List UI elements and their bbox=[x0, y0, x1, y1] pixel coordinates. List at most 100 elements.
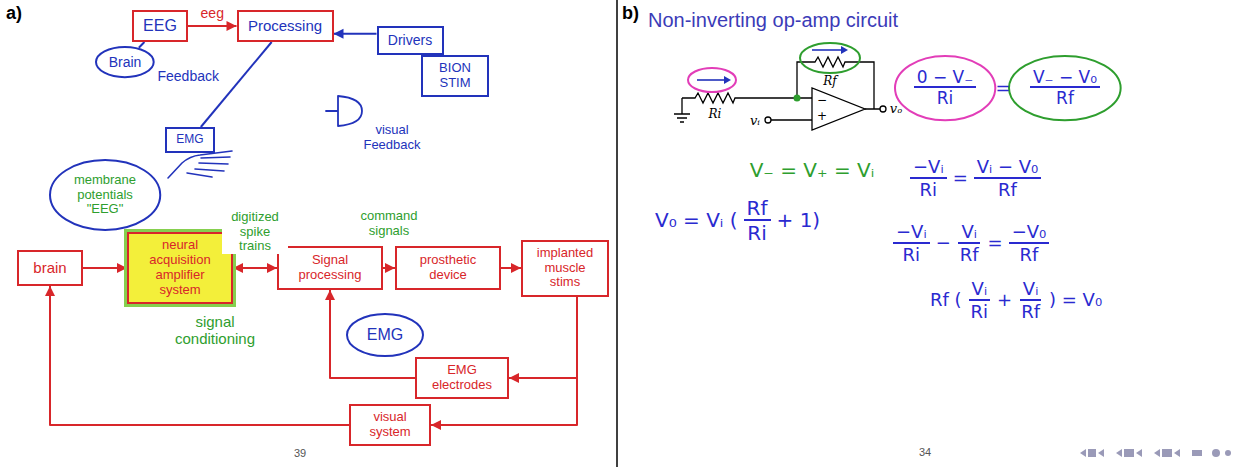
terminal bbox=[880, 106, 886, 112]
process-box: prosthetic device bbox=[395, 246, 501, 290]
current-arrow bbox=[697, 79, 724, 81]
process-box: visual system bbox=[349, 404, 431, 446]
numerator: Vᵢ bbox=[958, 222, 980, 244]
denominator: Rf bbox=[1018, 301, 1043, 322]
nav-icon bbox=[1088, 449, 1096, 457]
page-number: 39 bbox=[294, 447, 306, 460]
node-content: 0 − V₋Ri bbox=[914, 68, 976, 108]
arrow-head bbox=[509, 373, 519, 383]
node-content: EMG bbox=[367, 326, 403, 344]
fraction: −V₀Rf bbox=[1009, 222, 1050, 265]
text-label: 39 bbox=[294, 447, 306, 460]
process-box: brain bbox=[17, 250, 83, 286]
nav-icons bbox=[1080, 449, 1231, 457]
text-label: Non-inverting op-amp circuit bbox=[648, 9, 898, 32]
denominator: Rf bbox=[1017, 244, 1042, 265]
connector bbox=[334, 29, 377, 39]
equation: Rf (VᵢRi+VᵢRf) = V₀ bbox=[930, 279, 1102, 322]
node-text: Signal processing bbox=[288, 253, 372, 283]
fraction: VᵢRf bbox=[1018, 279, 1043, 322]
node-content: prosthetic device bbox=[406, 253, 490, 283]
ellipse-node: Brain bbox=[95, 46, 155, 78]
ellipse-shape bbox=[1009, 56, 1121, 120]
nav-icon bbox=[1136, 449, 1142, 457]
process-box: Processing bbox=[237, 10, 334, 42]
text-label: = bbox=[953, 168, 968, 189]
process-box: Drivers bbox=[377, 26, 444, 55]
signal-label: vᵢ bbox=[750, 114, 760, 129]
node-text: visual system bbox=[360, 410, 420, 440]
numerator: V₋ − V₀ bbox=[1030, 68, 1100, 89]
connector bbox=[188, 21, 237, 31]
ellipse-shape bbox=[895, 56, 995, 120]
arrow-head bbox=[45, 286, 55, 296]
nav-icon bbox=[1212, 449, 1220, 457]
arrow-head bbox=[841, 46, 848, 54]
node-content: Signal processing bbox=[288, 253, 372, 283]
numerator: Vᵢ bbox=[969, 279, 991, 301]
text-label: vᵢ bbox=[750, 114, 760, 129]
process-box: EEG bbox=[132, 10, 188, 42]
node-content: neural acquisition amplifier system bbox=[138, 238, 222, 298]
text-label: + 1) bbox=[777, 209, 821, 232]
arrow-head bbox=[117, 263, 127, 273]
ellipse-node: 0 − V₋Ri bbox=[894, 55, 996, 121]
text-label: visual Feedback bbox=[357, 123, 427, 153]
edge-label: command signals bbox=[355, 209, 423, 239]
text-label: a) bbox=[6, 3, 22, 24]
node-text: brain bbox=[33, 259, 66, 276]
denominator: Ri bbox=[968, 301, 992, 322]
node-text: EEG bbox=[143, 17, 177, 35]
node-content: EEG bbox=[143, 17, 177, 35]
connector bbox=[509, 297, 577, 384]
node-content: EMG electrodes bbox=[426, 363, 498, 393]
nav-icon bbox=[1080, 449, 1086, 457]
numerator: −Vᵢ bbox=[893, 222, 930, 244]
connector-line bbox=[330, 290, 415, 378]
connector-line bbox=[431, 297, 577, 426]
arrow-head bbox=[267, 263, 277, 273]
panel-label: a) bbox=[6, 3, 22, 24]
process-box: implanted muscle stims bbox=[521, 240, 609, 297]
terminal bbox=[765, 117, 771, 123]
numerator: −V₀ bbox=[1009, 222, 1050, 244]
edge-label: eeg bbox=[199, 5, 226, 21]
text-label: + bbox=[997, 290, 1012, 311]
text-label: signal conditioning bbox=[170, 313, 260, 348]
node-text: implanted muscle stims bbox=[532, 246, 598, 291]
text-label: + bbox=[817, 110, 827, 124]
connector bbox=[45, 286, 349, 425]
panel-divider bbox=[616, 0, 618, 467]
connector bbox=[83, 263, 127, 273]
text-label: − bbox=[936, 233, 951, 254]
text-label: Rf ( bbox=[930, 290, 962, 311]
numerator: 0 − V₋ bbox=[914, 68, 976, 89]
component-label: Rf bbox=[823, 75, 836, 89]
equation: −VᵢRi−VᵢRf=−V₀Rf bbox=[893, 222, 1049, 265]
pin-label: + bbox=[817, 110, 827, 124]
nav-icon bbox=[1098, 449, 1104, 457]
nav-icon bbox=[1174, 449, 1180, 457]
fraction: Vᵢ − V₀Rf bbox=[974, 157, 1042, 200]
nav-icon bbox=[1192, 450, 1202, 456]
text-label: = bbox=[995, 78, 1010, 99]
text-label: 34 bbox=[919, 446, 931, 459]
numerator: Vᵢ bbox=[1020, 279, 1042, 301]
nav-icon bbox=[1162, 449, 1172, 457]
connector bbox=[325, 290, 415, 378]
node-text: BION STIM bbox=[432, 61, 478, 91]
node-content: visual system bbox=[360, 410, 420, 440]
node-content: Drivers bbox=[388, 32, 432, 48]
hand-sketch bbox=[168, 151, 232, 178]
fraction: RfRi bbox=[744, 197, 771, 244]
node-text: prosthetic device bbox=[406, 253, 490, 283]
arrow-head bbox=[385, 263, 395, 273]
edge-label: digitized spike trains bbox=[222, 210, 288, 255]
numerator: −Vᵢ bbox=[910, 157, 947, 179]
text-label: vₒ bbox=[890, 102, 902, 117]
denominator: Ri bbox=[917, 179, 941, 200]
ellipse-node: V₋ − V₀Rf bbox=[1008, 55, 1122, 121]
arrow-head bbox=[227, 21, 237, 31]
process-box: Signal processing bbox=[277, 246, 383, 290]
